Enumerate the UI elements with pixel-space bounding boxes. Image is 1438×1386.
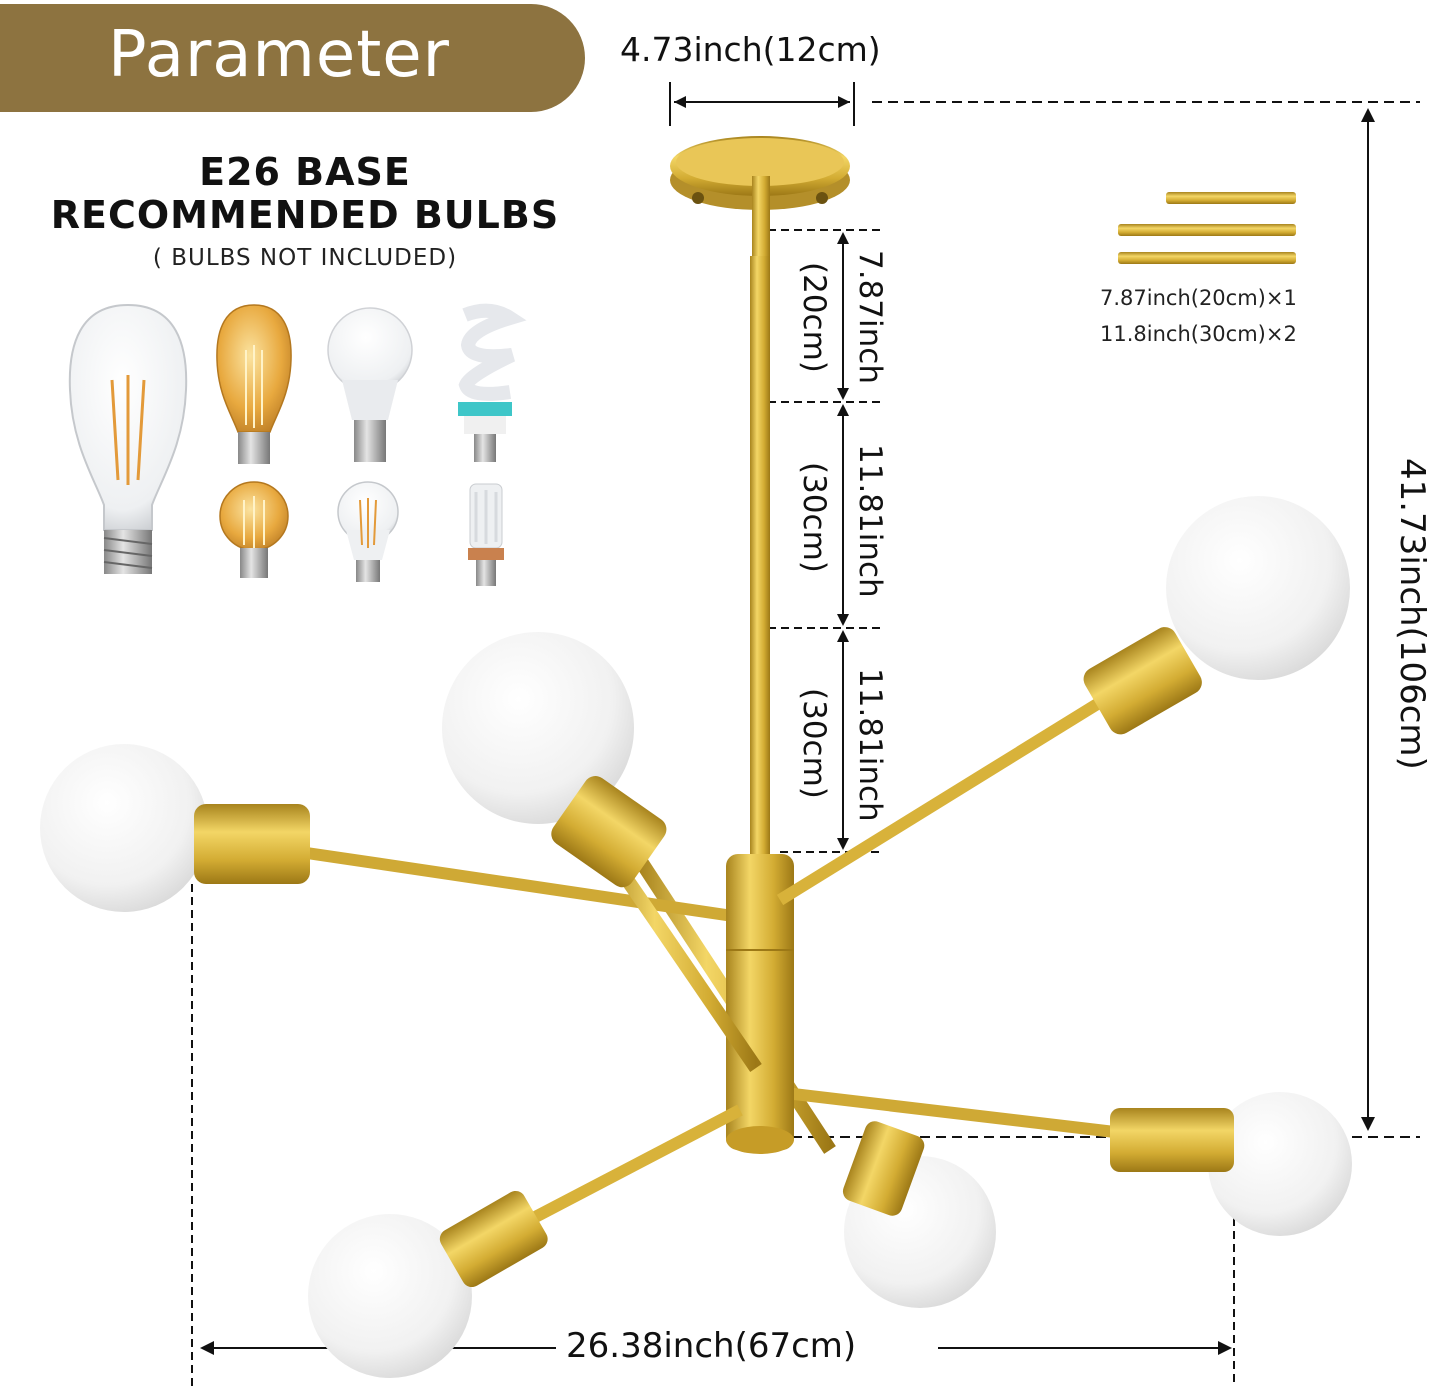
bulb-icons [68, 303, 527, 586]
chandelier-illustration [40, 136, 1352, 1378]
rods-legend-line2: 11.8inch(30cm)×2 [1100, 322, 1297, 346]
rod2-cm-label: (30cm) [796, 462, 832, 573]
cfl-spiral-bulb-icon [458, 303, 527, 462]
rods-legend-line1: 7.87inch(20cm)×1 [1100, 286, 1297, 310]
header-banner: Parameter [0, 4, 585, 112]
clear-a19-bulb-icon [337, 481, 399, 582]
rod2-inch-label: 11.81inch [852, 444, 888, 598]
rod3-cm-label: (30cm) [796, 688, 832, 799]
rod1-inch-label: 7.87inch [852, 250, 888, 384]
bulb-base-label: E26 BASE [199, 150, 411, 194]
recommended-bulbs-label: RECOMMENDED BULBS [50, 193, 560, 237]
bulbs-not-included-note: ( BULBS NOT INCLUDED) [152, 245, 458, 271]
rod3-inch-label: 11.81inch [852, 668, 888, 822]
total-width-label: 26.38inch(67cm) [566, 1326, 857, 1366]
total-height-label: 41.73inch(106cm) [1392, 458, 1432, 770]
page-title: Parameter [108, 18, 450, 92]
amber-st-bulb-icon [216, 304, 292, 464]
amber-globe-bulb-icon [219, 481, 289, 578]
rods-legend-graphic [1118, 192, 1296, 264]
a19-frosted-bulb-icon [327, 307, 413, 462]
rod1-cm-label: (20cm) [796, 262, 832, 373]
edison-st64-bulb-icon [68, 303, 188, 574]
canopy-width-label: 4.73inch(12cm) [620, 30, 881, 69]
led-corn-bulb-icon [468, 483, 504, 586]
